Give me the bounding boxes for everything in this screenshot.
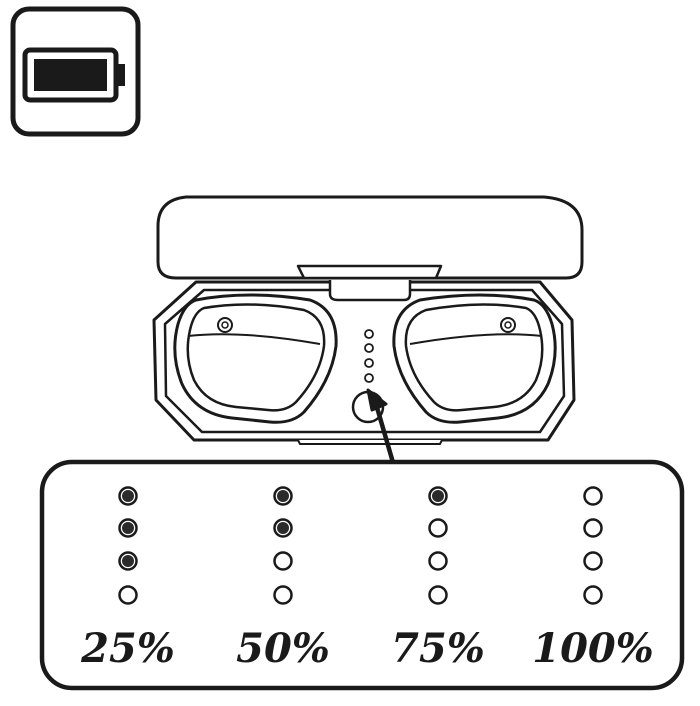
led-on-fill [277, 522, 289, 534]
case-led [364, 373, 374, 383]
case-led [364, 343, 374, 353]
case-led-indicators [364, 329, 374, 383]
led-off [273, 551, 293, 571]
level-label: 50% [236, 625, 330, 672]
led-off [273, 585, 293, 605]
case-led [364, 358, 374, 368]
charge-level-panel [39, 459, 685, 691]
led-off [428, 585, 448, 605]
led-off [583, 518, 603, 538]
led-on-fill [277, 490, 289, 502]
charge-level-1: 50% [236, 486, 330, 672]
level-label: 100% [532, 625, 654, 672]
level-label: 25% [80, 625, 175, 672]
case-led [364, 329, 374, 339]
led-off [583, 486, 603, 506]
led-off [428, 518, 448, 538]
level-label: 75% [391, 625, 485, 672]
led-on-fill [122, 490, 134, 502]
led-on-fill [122, 522, 134, 534]
case-lid [156, 195, 584, 280]
led-off [583, 585, 603, 605]
charge-levels: 25% 50% 75% 100% [80, 486, 654, 672]
battery-icon [10, 6, 141, 137]
pointer-arrow [366, 388, 397, 469]
led-off [583, 551, 603, 571]
right-earbud [392, 293, 557, 424]
led-off [118, 585, 138, 605]
led-on-fill [122, 555, 134, 567]
led-on-fill [432, 490, 444, 502]
led-off [428, 551, 448, 571]
charge-level-0: 25% [80, 486, 175, 672]
charge-level-2: 75% [391, 486, 485, 672]
charging-case [152, 195, 584, 445]
left-earbud [173, 293, 338, 424]
charge-level-3: 100% [532, 486, 654, 672]
